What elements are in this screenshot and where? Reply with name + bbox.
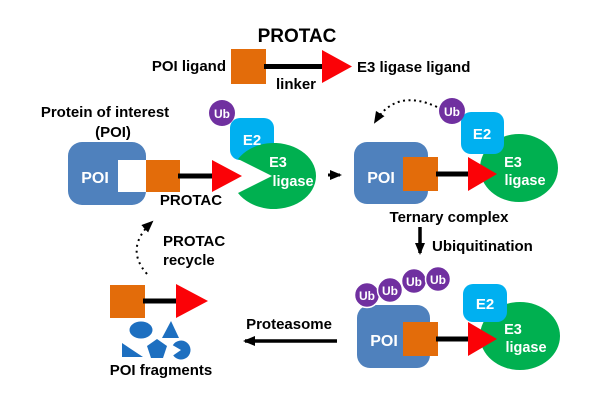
- fragment-wedge-icon: [122, 343, 143, 357]
- protac-poi-ligand-square-icon: [146, 160, 180, 192]
- protac-label: PROTAC: [160, 192, 222, 209]
- fragment-pentagon-icon: [147, 339, 167, 358]
- fragment-triangle-icon: [162, 321, 179, 338]
- ub-label: Ub: [359, 289, 375, 303]
- recycle-label-line1: PROTAC: [163, 233, 225, 250]
- e3-label-line1: E3: [504, 155, 522, 171]
- e3-ligand-triangle-icon: [322, 50, 352, 83]
- ub-label: Ub: [406, 275, 422, 289]
- ub-label: Ub: [444, 105, 460, 119]
- poi-protac-unit: Protein of interest (POI) POI PROTAC: [41, 104, 242, 209]
- poi-ligand-label: POI ligand: [152, 58, 226, 75]
- linker-label: linker: [276, 76, 316, 93]
- ub-transfer-dotted-arrow: [373, 99, 438, 124]
- recycle-dotted-arrow: [135, 220, 154, 275]
- poi-ligand-square-icon: [231, 49, 266, 84]
- poi-heading-line2: (POI): [95, 124, 131, 141]
- e2-label: E2: [473, 126, 491, 143]
- proteasome-step: Proteasome: [243, 316, 337, 346]
- protac-title: PROTAC: [258, 26, 337, 47]
- ub-label: Ub: [214, 107, 230, 121]
- protac-recycle-step: PROTAC recycle: [135, 220, 225, 275]
- protac-e3-ligand-triangle-icon: [468, 322, 497, 356]
- e2-label: E2: [476, 296, 494, 313]
- protac-poi-ligand-square-icon: [403, 157, 438, 191]
- poi-binding-pocket-notch: [118, 160, 146, 192]
- protac-e3-ligand-triangle-icon: [212, 160, 242, 192]
- protac-poi-ligand-square-icon: [110, 285, 145, 318]
- protac-structure-legend: PROTAC POI ligand linker E3 ligase ligan…: [152, 26, 471, 93]
- poi-label: POI: [367, 170, 395, 187]
- e2-enzyme-shape: [461, 112, 504, 154]
- e3-ligase-ligand-label: E3 ligase ligand: [357, 59, 470, 76]
- e3-label-line2: ligase: [272, 174, 313, 190]
- poi-heading-line1: Protein of interest: [41, 104, 169, 121]
- ubiquitination-label: Ubiquitination: [432, 238, 533, 255]
- ub-label: Ub: [430, 273, 446, 287]
- poi-fragments-caption: POI fragments: [110, 362, 213, 379]
- ternary-complex-caption: Ternary complex: [390, 209, 510, 226]
- fragment-pacman-icon: [172, 340, 191, 360]
- ub-circle-icon: [424, 265, 452, 293]
- protac-e3-ligand-triangle-icon: [468, 157, 497, 191]
- ubiquitination-step: Ubiquitination: [415, 227, 533, 255]
- e2-label: E2: [243, 132, 261, 149]
- recycle-label-line2: recycle: [163, 252, 215, 269]
- e3-label-line1: E3: [504, 322, 522, 338]
- proteasome-label: Proteasome: [246, 316, 332, 333]
- ub-label: Ub: [382, 284, 398, 298]
- protac-e3-ligand-triangle-icon: [176, 284, 208, 318]
- fragment-ellipse-icon: [129, 321, 153, 339]
- degradation-products-unit: POI fragments: [110, 284, 213, 379]
- poi-label: POI: [370, 333, 398, 350]
- ternary-complex-unit: E2 Ub POI E3 ligase Ternary complex: [354, 98, 558, 226]
- ubiquitinated-complex-unit: E2 Ub Ub Ub Ub POI E3 ligase: [353, 265, 560, 370]
- e3-label-line2: ligase: [504, 173, 545, 189]
- e2-enzyme-shape: [463, 284, 507, 322]
- ub-circle-icon: [209, 100, 235, 126]
- e3-label-line1: E3: [269, 155, 287, 171]
- e3-ligase-pacman-shape: [238, 143, 316, 209]
- ub-circle-icon: [376, 276, 404, 304]
- protac-poi-ligand-square-icon: [403, 322, 438, 356]
- e3-ligase-unit: Ub E2 E3 ligase: [209, 100, 342, 209]
- ub-circle-icon: [439, 98, 465, 124]
- poi-label: POI: [81, 170, 109, 187]
- e3-label-line2: ligase: [505, 340, 546, 356]
